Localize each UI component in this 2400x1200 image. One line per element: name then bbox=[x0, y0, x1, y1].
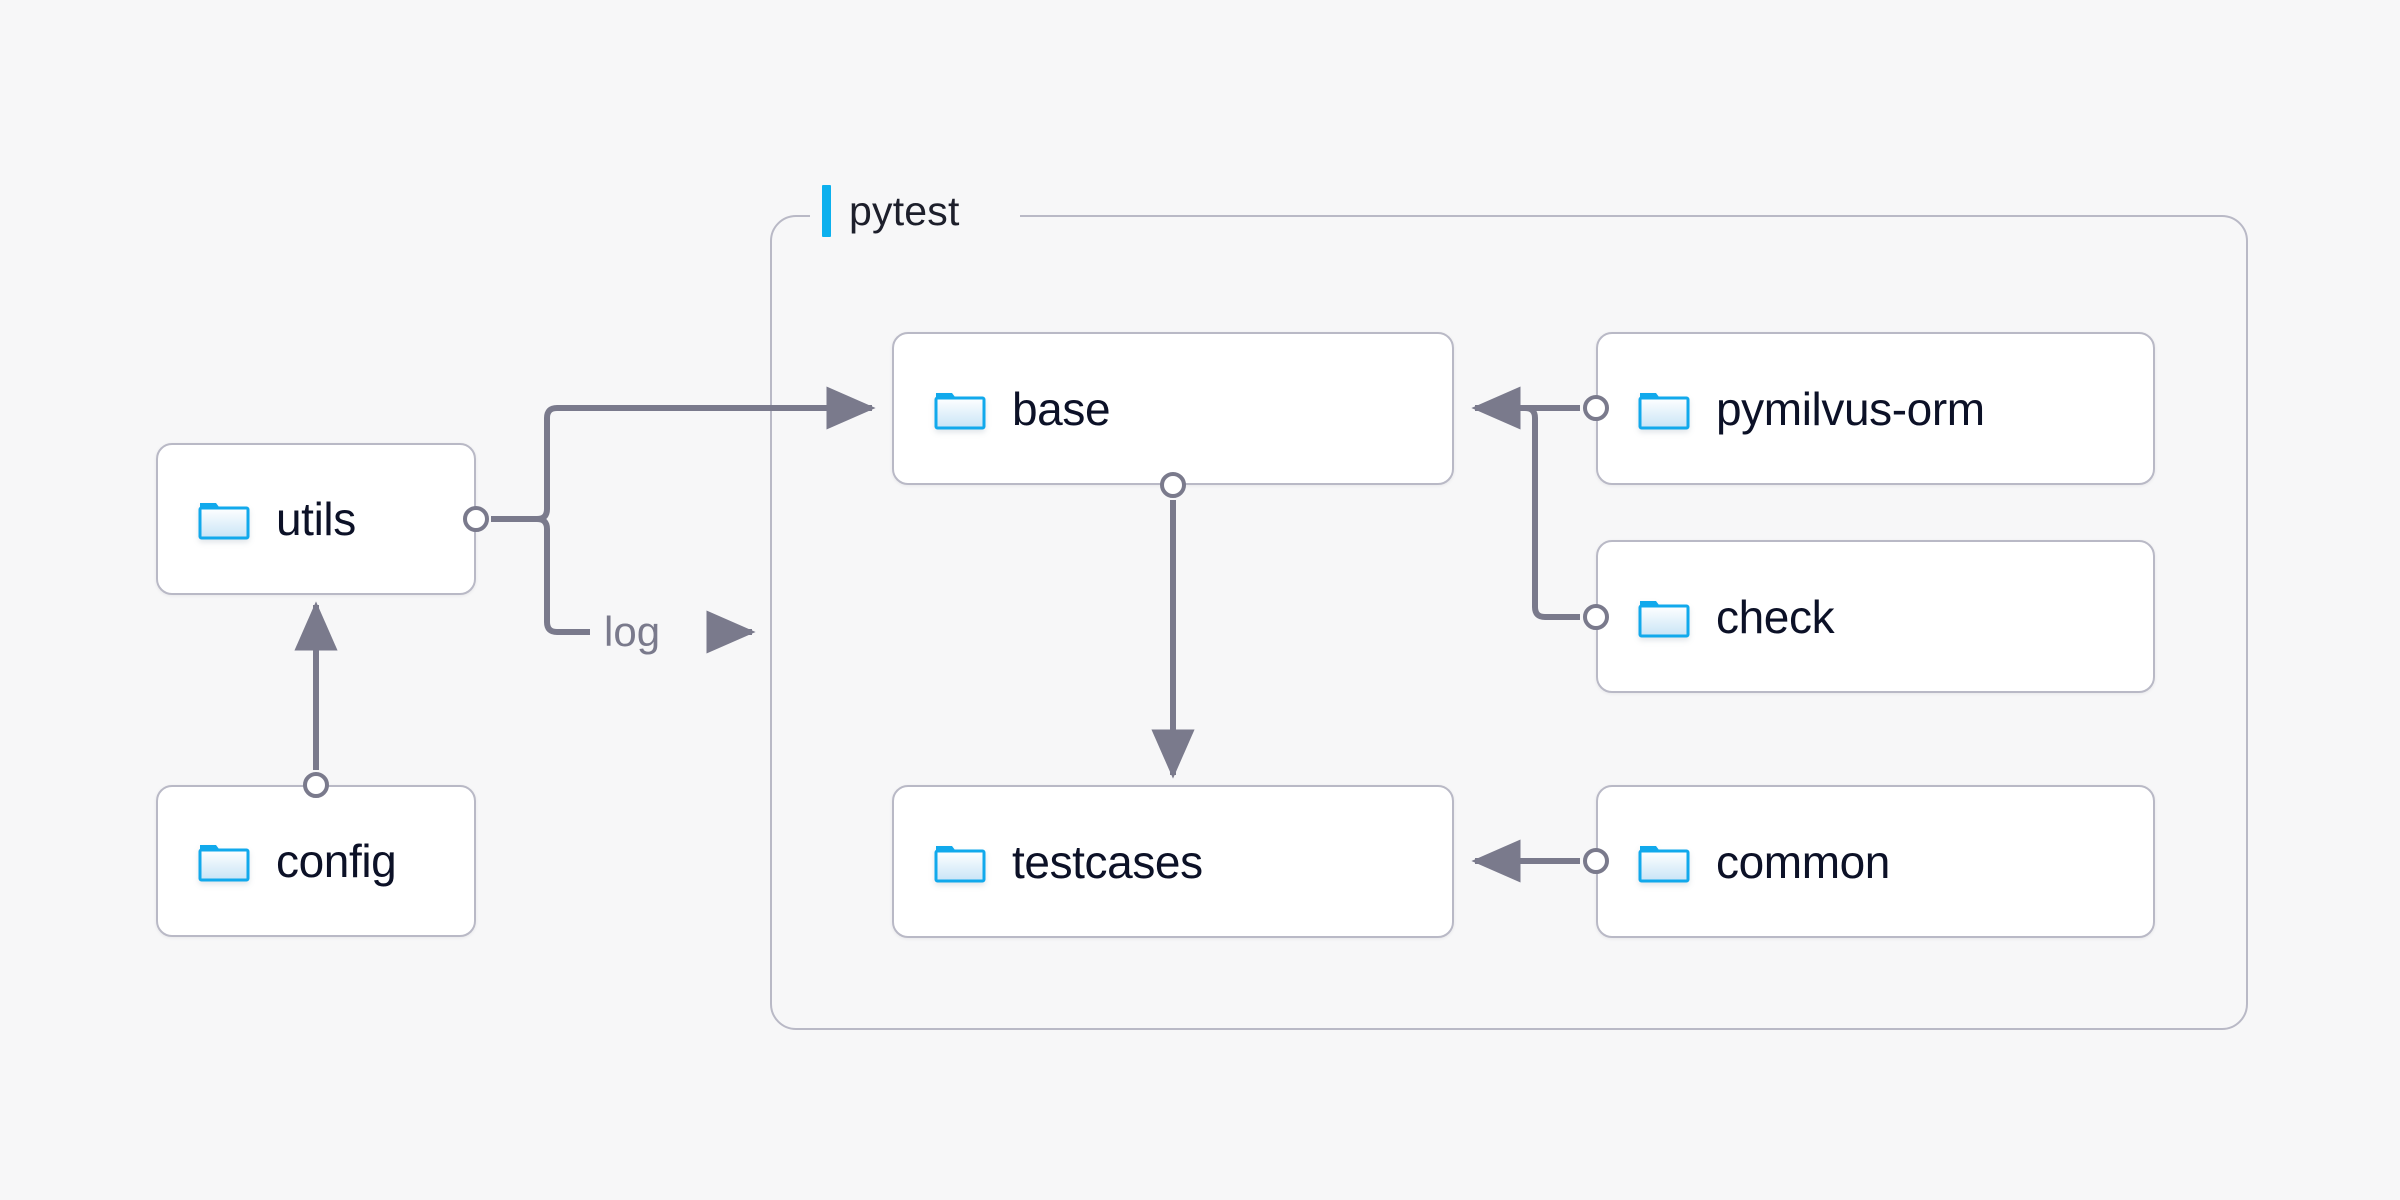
node-testcases[interactable]: testcases bbox=[892, 785, 1454, 938]
accent-bar-icon bbox=[822, 185, 831, 237]
port-utils-right[interactable] bbox=[463, 506, 489, 532]
node-base[interactable]: base bbox=[892, 332, 1454, 485]
node-common-content: common bbox=[1598, 835, 1890, 889]
port-pymilvus-orm-left[interactable] bbox=[1583, 395, 1609, 421]
node-testcases-content: testcases bbox=[894, 835, 1203, 889]
node-check-content: check bbox=[1598, 590, 1835, 644]
folder-icon bbox=[198, 503, 250, 540]
node-check-label: check bbox=[1716, 590, 1835, 643]
group-container-pytest[interactable] bbox=[770, 215, 2248, 1030]
node-config-label: config bbox=[276, 835, 397, 887]
folder-icon bbox=[1638, 392, 1690, 429]
node-base-label: base bbox=[1012, 382, 1111, 435]
node-check[interactable]: check bbox=[1596, 540, 2155, 693]
folder-icon bbox=[1638, 600, 1690, 637]
node-utils-content: utils bbox=[158, 492, 356, 546]
node-pymilvus-orm-content: pymilvus-orm bbox=[1598, 382, 1985, 436]
folder-icon bbox=[934, 392, 986, 429]
node-common[interactable]: common bbox=[1596, 785, 2155, 938]
group-label-text: pytest bbox=[849, 187, 960, 234]
edge-utils-to-log bbox=[527, 516, 590, 635]
node-utils-label: utils bbox=[276, 493, 356, 545]
port-base-bottom[interactable] bbox=[1160, 472, 1186, 498]
port-common-left[interactable] bbox=[1583, 848, 1609, 874]
node-pymilvus-orm[interactable]: pymilvus-orm bbox=[1596, 332, 2155, 485]
node-config[interactable]: config bbox=[156, 785, 476, 937]
node-pymilvus-orm-label: pymilvus-orm bbox=[1716, 382, 1985, 435]
folder-icon bbox=[934, 845, 986, 882]
folder-icon bbox=[198, 845, 250, 882]
node-common-label: common bbox=[1716, 835, 1890, 888]
node-config-content: config bbox=[158, 834, 397, 888]
group-label-mask bbox=[810, 200, 1020, 230]
edge-label-log: log bbox=[604, 608, 661, 655]
group-label-pytest: pytest bbox=[822, 181, 960, 241]
node-testcases-label: testcases bbox=[1012, 835, 1203, 888]
port-config-top[interactable] bbox=[303, 772, 329, 798]
folder-icon bbox=[1638, 845, 1690, 882]
node-utils[interactable]: utils bbox=[156, 443, 476, 595]
node-base-content: base bbox=[894, 382, 1111, 436]
port-check-left[interactable] bbox=[1583, 604, 1609, 630]
